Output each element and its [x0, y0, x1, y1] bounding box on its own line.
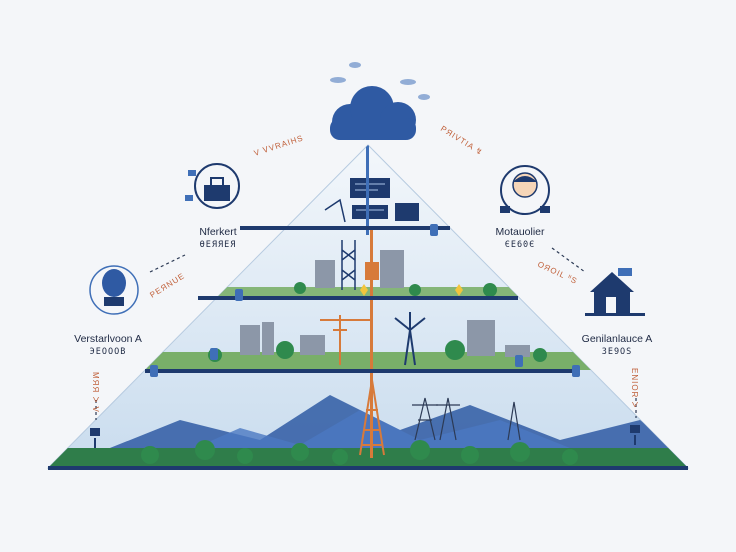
person-icon: [500, 165, 550, 215]
cloud-icon: [330, 86, 416, 140]
connector-label-mid-left: PEЯNUЕ: [148, 271, 186, 299]
node-sub-right-mid: ЗЕ9ОЅ: [602, 347, 633, 357]
node-label-right-top: Motauolier: [495, 226, 545, 238]
connector-label-top-right: PЯIVTIA ↯: [439, 124, 485, 157]
briefcase-icon: [185, 163, 240, 209]
node-sub-left-top: ѲЕЯЯЕЯ: [200, 240, 237, 250]
connector-label-low-right: ЕNIOR ᐳ: [630, 368, 639, 408]
level-bars: [48, 224, 688, 470]
house-icon: [585, 268, 645, 316]
connector-lines: [95, 247, 637, 420]
pyramid-scenery: [48, 145, 688, 468]
microphone-icon: [89, 265, 139, 315]
connector-label-low-left: МЯЯ ᐳ V: [91, 372, 100, 413]
node-sub-right-top: ЄЕ60Є: [505, 240, 536, 250]
marker-icons: [90, 425, 640, 448]
connector-label-top-left: V ᏙVRAIHS: [253, 133, 305, 158]
node-label-left-top: Nferkert: [199, 226, 236, 238]
node-label-right-mid: Genilanlauce A: [582, 333, 653, 345]
node-sub-left-mid: ЭЕОООВ: [90, 347, 127, 357]
node-label-left-mid: Verstarlvoon A: [74, 333, 142, 345]
